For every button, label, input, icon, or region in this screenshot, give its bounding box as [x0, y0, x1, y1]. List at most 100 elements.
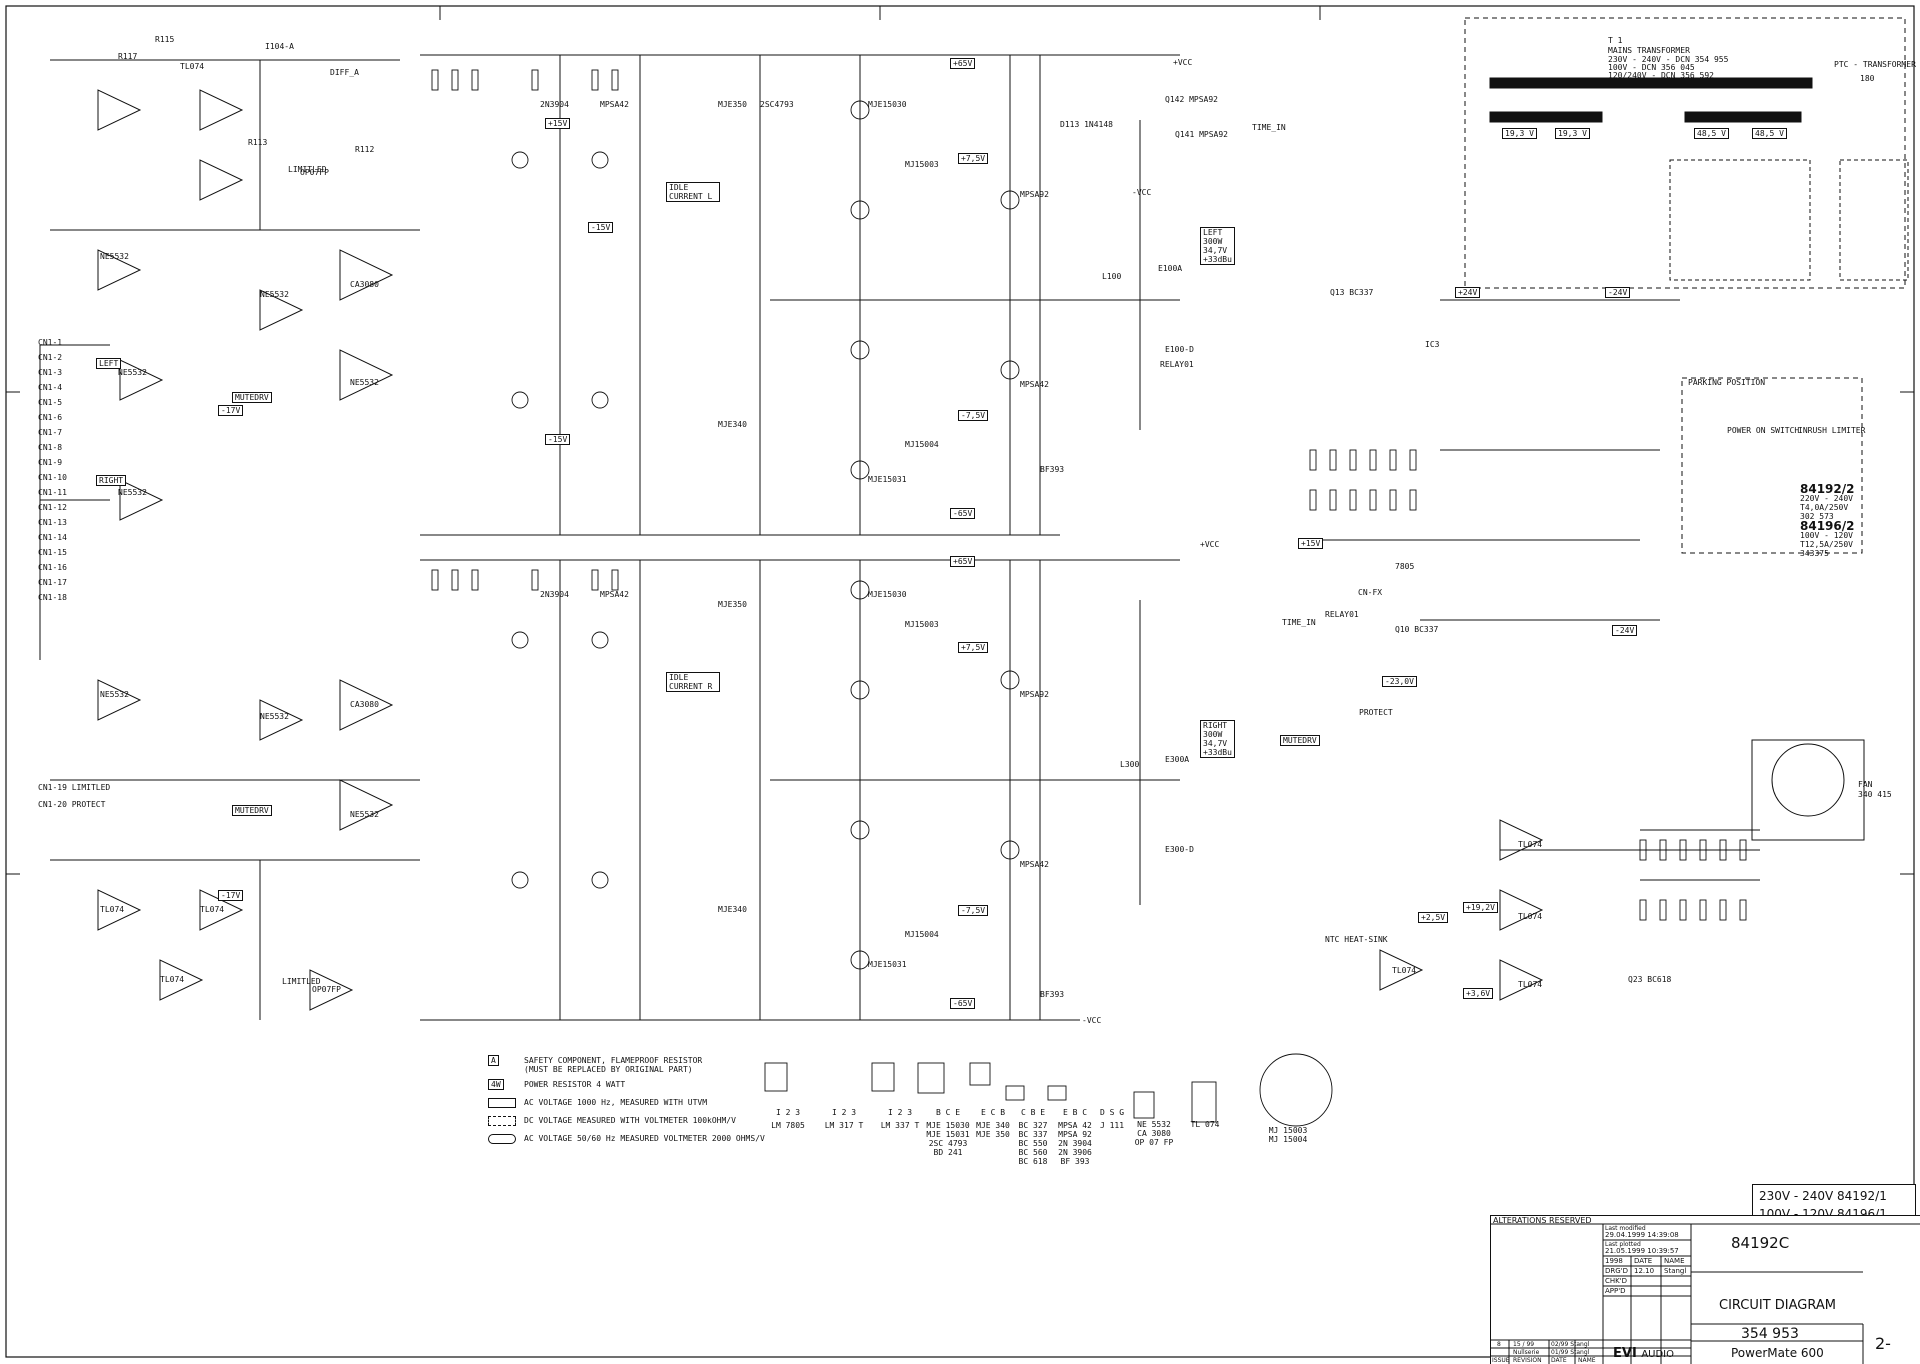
rail-label: -65V: [950, 998, 976, 1009]
comp-label: Q13 BC337: [1330, 288, 1374, 297]
comp-label: NE5532: [100, 252, 129, 261]
rail-label: +19,2V: [1463, 902, 1498, 913]
comp-label: NE5532: [350, 810, 379, 819]
legend-text: AC VOLTAGE 1000 Hz, MEASURED WITH UTVM: [524, 1098, 708, 1107]
protect-label: PROTECT: [1359, 708, 1393, 717]
comp-label: TL074: [200, 905, 225, 914]
comp-label: CA3080: [350, 700, 379, 709]
idle-current-l: IDLE CURRENT L: [666, 182, 720, 202]
comp-label: BF393: [1040, 990, 1065, 999]
comp-label: R117: [118, 52, 138, 61]
right-output-voltage: 34,7V: [1203, 739, 1228, 748]
drawn-name: Stangl: [1664, 1267, 1687, 1275]
fan-part: 340 415: [1858, 790, 1892, 799]
comp-label: DIFF_A: [330, 68, 359, 77]
mutedrv-label: MUTEDRV: [232, 805, 272, 816]
legend-text: AC VOLTAGE 50/60 Hz MEASURED VOLTMETER 2…: [524, 1134, 765, 1143]
rail-label: -65V: [950, 508, 976, 519]
connector-pin: CN1-8: [38, 443, 63, 452]
comp-label: MJE15030: [868, 590, 907, 599]
drawn-date: 12.10: [1634, 1267, 1655, 1275]
rail-label: +24V: [1455, 287, 1481, 298]
fan-label: FAN: [1858, 780, 1873, 789]
package-pins: C B E: [1020, 1108, 1046, 1117]
comp-label: E100-D: [1165, 345, 1194, 354]
connector-pin: CN1-16: [38, 563, 67, 572]
rail-label: +65V: [950, 556, 976, 567]
rail-label: -17V: [218, 405, 244, 416]
transformer-tap: 19,3 V: [1502, 128, 1537, 139]
inrush-limiter-label: INRUSH LIMITER: [1798, 426, 1866, 435]
comp-label: NE5532: [350, 378, 379, 387]
connector-pin: CN1-9: [38, 458, 63, 467]
legend: A SAFETY COMPONENT, FLAMEPROOF RESISTOR …: [488, 1050, 958, 1144]
date-header-2: DATE: [1551, 1357, 1567, 1364]
rail-label: +7,5V: [958, 642, 989, 653]
comp-label: TL074: [100, 905, 125, 914]
comp-label: MJ15003: [905, 160, 939, 169]
date-header: DATE: [1634, 1257, 1653, 1265]
package-pins: E C B: [980, 1108, 1006, 1117]
rev-serie: Nullserie: [1513, 1349, 1540, 1356]
comp-label: OP07FP: [300, 168, 329, 177]
fuse-line: T4,0A/250V: [1800, 503, 1849, 512]
comp-label: MPSA42: [600, 100, 629, 109]
connector-pin: CN1-6: [38, 413, 63, 422]
rail-label: -24V: [1612, 625, 1638, 636]
rail-label: +15V: [1298, 538, 1324, 549]
comp-label: MJE15030: [868, 100, 907, 109]
comp-label: TL074: [160, 975, 185, 984]
connector-pin: CN1-12: [38, 503, 67, 512]
rail-label: -17V: [218, 890, 244, 901]
rail-label: +15V: [545, 118, 571, 129]
limitled-label: LIMITLED: [282, 977, 321, 986]
transformer-ref: T 1: [1608, 36, 1623, 45]
rail-label: -VCC: [1132, 188, 1152, 197]
transformer-line: 230V - 240V - DCN 354 955: [1608, 55, 1729, 64]
package-item: TL 074: [1180, 1120, 1230, 1129]
comp-label: MJE15031: [868, 960, 907, 969]
limitled-label: LIMITLED: [288, 165, 327, 174]
rail-label: -7,5V: [958, 905, 989, 916]
comp-label: E300-D: [1165, 845, 1194, 854]
package-parts: LM 7805: [771, 1121, 805, 1130]
comp-label: MPSA92: [1020, 690, 1049, 699]
fuse-line: 100V - 120V: [1800, 531, 1853, 540]
ptc-value: 180: [1860, 74, 1875, 83]
cn-fx-label: CN-FX: [1358, 588, 1383, 597]
legend-text: DC VOLTAGE MEASURED WITH VOLTMETER 100kO…: [524, 1116, 736, 1125]
connector-note: CN1-19 LIMITLED: [38, 783, 111, 792]
fuse-model: 84196/2: [1800, 519, 1855, 533]
rail-label: -VCC: [1082, 1016, 1102, 1025]
comp-label: TL074: [1518, 912, 1543, 921]
last-modified-label: Last modified: [1605, 1225, 1646, 1232]
transformer-line: 120/240V - DCN 356 592: [1608, 71, 1714, 80]
comp-label: MJE350: [718, 600, 747, 609]
ntc-heatsink-label: NTC HEAT-SINK: [1325, 935, 1388, 944]
year-value: 1998: [1605, 1257, 1623, 1265]
comp-label: OP07FP: [312, 985, 341, 994]
time-in-label: TIME_IN: [1252, 123, 1286, 132]
package-pins: I 2 3: [831, 1108, 857, 1117]
connector-pin: CN1-2: [38, 353, 63, 362]
company-suffix: AUDIO: [1641, 1349, 1674, 1360]
package-parts: TL 074: [1190, 1120, 1220, 1129]
legend-ac-box: [488, 1098, 516, 1108]
transformer-line: 100V - DCN 356 045: [1608, 63, 1695, 72]
comp-label: Q23 BC618: [1628, 975, 1672, 984]
comp-label: NE5532: [260, 712, 289, 721]
fuse-model: 84192/2: [1800, 482, 1855, 496]
comp-label: E100A: [1158, 264, 1183, 273]
connector-pin: CN1-7: [38, 428, 63, 437]
left-output-power: 300W: [1203, 237, 1223, 246]
fuse-box-100v: 84196/2 100V - 120V T12,5A/250V 343375: [1800, 519, 1855, 558]
rail-label: -23,0V: [1382, 676, 1417, 687]
company-name: EVI: [1613, 1346, 1637, 1361]
revision-header: REVISION: [1513, 1357, 1542, 1364]
variant-line: 230V - 240V 84192/1: [1759, 1189, 1887, 1203]
rail-label: +3,6V: [1463, 988, 1494, 999]
